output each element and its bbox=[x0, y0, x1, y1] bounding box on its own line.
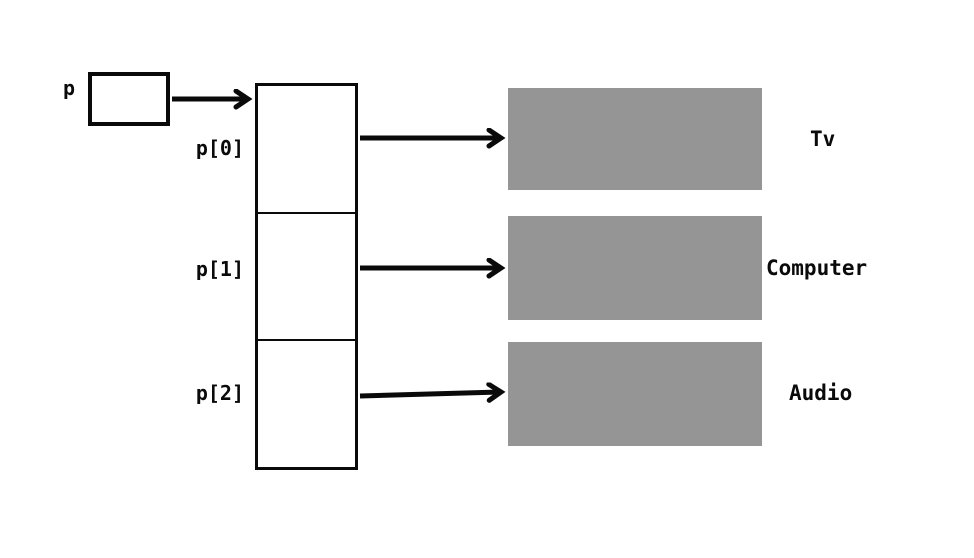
array-cell-0-label: p[0] bbox=[195, 136, 244, 160]
target-box-audio bbox=[508, 342, 762, 446]
arrow-p2-to-audio bbox=[359, 392, 500, 396]
array-cell-2 bbox=[258, 341, 355, 467]
array-cell-2-label: p[2] bbox=[195, 381, 244, 405]
target-label-tv: Tv bbox=[810, 127, 836, 151]
target-label-computer: Computer bbox=[766, 256, 868, 280]
pointer-variable-box bbox=[88, 72, 170, 126]
pointer-array-box bbox=[255, 83, 358, 470]
array-cell-1 bbox=[258, 214, 355, 342]
pointer-variable-label: p bbox=[63, 76, 76, 100]
target-label-audio: Audio bbox=[789, 381, 853, 405]
target-box-computer bbox=[508, 216, 762, 320]
target-box-tv bbox=[508, 88, 762, 190]
array-cell-1-label: p[1] bbox=[195, 257, 244, 281]
array-cell-0 bbox=[258, 86, 355, 214]
